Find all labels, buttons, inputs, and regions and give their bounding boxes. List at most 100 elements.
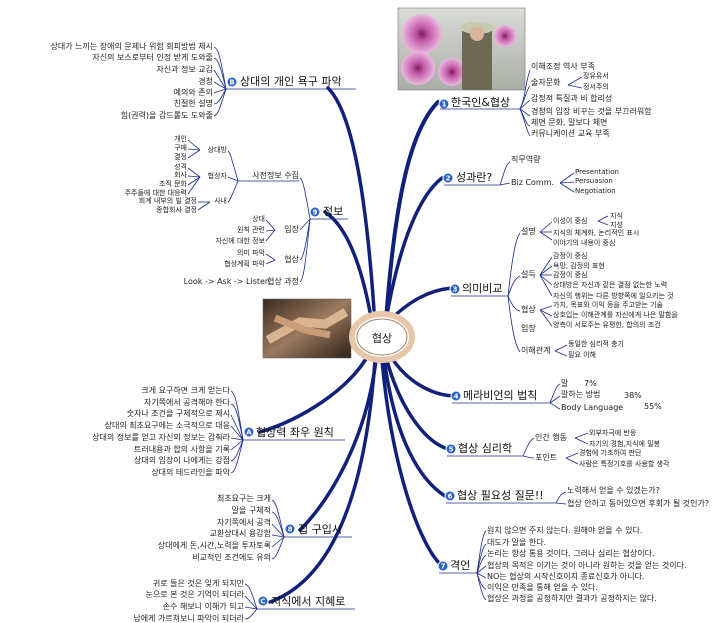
svg-text:협상 필요성 질문!!: 협상 필요성 질문!! [457,489,544,502]
svg-text:커뮤니케이션 교육 부족: 커뮤니케이션 교육 부족 [531,128,610,138]
svg-text:인간 행동: 인간 행동 [535,432,567,442]
svg-text:협상력 좌우 원칙: 협상력 좌우 원칙 [256,426,334,439]
svg-text:성과란?: 성과란? [456,171,492,184]
svg-text:조직 문화: 조직 문화 [159,179,188,188]
branch-6[interactable]: 6 협상 필요성 질문!! 노력해서 얻을 수 있겠는가? 협상 안하고 동어있… [444,485,709,508]
branch-3[interactable]: 3 의미비교 설명 이성이 중심 지식 지성 지식의 체계화, 논리적인 표시 … [449,211,678,359]
svg-text:협상 과정: 협상 과정 [267,276,299,286]
svg-text:8: 8 [288,526,293,534]
svg-text:협상은 과정을 공정하지만 결과가 공정하지는 않다.: 협상은 과정을 공정하지만 결과가 공정하지는 않다. [487,593,657,603]
svg-text:개인: 개인 [174,134,187,143]
svg-text:논리는 항상 통용 것이다. 그러나 심리는 협상이다.: 논리는 항상 통용 것이다. 그러나 심리는 협상이다. [487,548,655,558]
svg-text:눈으로 본 것은 기억이 되더라: 눈으로 본 것은 기억이 되더라 [146,589,245,599]
svg-text:Biz Comm.: Biz Comm. [511,178,554,187]
svg-text:6: 6 [448,493,453,501]
svg-text:외부자극에 반응: 외부자극에 반응 [589,428,637,437]
center-node[interactable]: 협상 [349,311,415,363]
svg-text:상대: 상대 [252,214,265,223]
branch-5[interactable]: 5 협상 심리학 인간 행동 외부자극에 반응 자기의 경험,지식에 밀봉 포인… [445,428,670,468]
branch-c[interactable]: C 지식에서 지혜로 귀로 들은 것은 잊게 되지만 눈으로 본 것은 기억이 … [133,578,355,623]
svg-text:결정: 결정 [174,152,187,161]
branch-7[interactable]: 7 격언 원치 않으면 주지 않는다. 원해야 얻을 수 있다. 대도가 말을 … [437,525,687,603]
svg-text:55%: 55% [644,402,662,411]
svg-text:숫자나 조건을 구체적으로 제시: 숫자나 조건을 구체적으로 제시 [127,408,230,418]
svg-text:Persuasion: Persuasion [575,177,613,185]
branch-4[interactable]: 4 메라비언의 법칙 말 7% 말하는 방법 38% Body Language… [450,379,662,412]
svg-text:이해관계: 이해관계 [521,345,550,355]
svg-text:상대가 느끼는 장애의 문제나 위험 회피방법 제시: 상대가 느끼는 장애의 문제나 위험 회피방법 제시 [51,41,213,51]
svg-text:성격: 성격 [174,162,187,171]
svg-text:사내: 사내 [214,196,227,205]
svg-text:NO는 협상의 시작신호이지 종료신호가 아니다.: NO는 협상의 시작신호이지 종료신호가 아니다. [487,571,644,581]
svg-text:교환상대시 용감함: 교환상대시 용감함 [210,528,272,538]
svg-text:원치 않으면 주지 않는다. 원해야 얻을 수 있다.: 원치 않으면 주지 않는다. 원해야 얻을 수 있다. [487,525,642,535]
svg-text:Presentation: Presentation [575,168,619,176]
svg-text:집 구입시: 집 구입시 [298,523,342,536]
svg-text:술자문화: 술자문화 [531,77,561,87]
svg-text:7%: 7% [584,379,597,388]
svg-text:가치, 목표와 이익 등을 주고받는 기술: 가치, 목표와 이익 등을 주고받는 기술 [553,300,664,309]
svg-text:자기의 경험,지식에 밀봉: 자기의 경험,지식에 밀봉 [589,439,661,448]
branch-b[interactable]: B 상대의 개인 욕구 파악 상대가 느끼는 장애의 문제나 위험 회피방법 제… [51,41,356,120]
svg-text:귀로 들은 것은 잊게 되지만: 귀로 들은 것은 잊게 되지만 [153,578,245,588]
svg-text:자신과 정보 교감: 자신과 정보 교감 [156,64,213,74]
svg-text:크게 요구하면 크게 얻는다: 크게 요구하면 크게 얻는다 [141,385,230,395]
svg-text:양측이 서로주는 유평한, 합의의 조건: 양측이 서로주는 유평한, 합의의 조건 [553,320,661,329]
svg-text:예의와 존의: 예의와 존의 [174,87,213,97]
svg-text:이해조정 역사 부족: 이해조정 역사 부족 [531,61,595,71]
svg-text:지식의 체계화, 논리적인 표시: 지식의 체계화, 논리적인 표시 [553,228,639,237]
branch-1[interactable]: 1 한국인&협상 이해조정 역사 부족 술자문화 장유유서 정서주의 감정적 특… [438,61,652,138]
branch-2[interactable]: 2 성과란? 직무역량 Biz Comm. Presentation Persu… [442,154,619,195]
svg-text:정서주의: 정서주의 [583,82,609,91]
svg-text:친절한 설명: 친절한 설명 [174,98,213,108]
branch-title: 한국인&협상 [451,96,510,109]
branch-a[interactable]: A 협상력 좌우 원칙 크게 요구하면 크게 얻는다 자기쪽에서 공격해야 한다… [92,385,345,477]
svg-text:협상: 협상 [284,254,299,264]
svg-text:9: 9 [313,209,318,217]
svg-text:필요 이해: 필요 이해 [568,350,596,359]
svg-text:감정이 중심: 감정이 중심 [553,270,587,279]
svg-text:의미비교: 의미비교 [462,282,502,295]
svg-text:동일한 심리적 충기: 동일한 심리적 충기 [568,339,624,348]
svg-text:경청: 경청 [198,76,213,86]
svg-text:상대에게 돈,시간,노력을 투자토록: 상대에게 돈,시간,노력을 투자토록 [158,540,271,550]
svg-text:원칙 관련: 원칙 관련 [237,225,265,234]
svg-text:C: C [260,598,265,606]
svg-text:자신에 대한 정보: 자신에 대한 정보 [215,236,265,245]
svg-text:욕망, 감정의 표현: 욕망, 감정의 표현 [553,261,605,270]
svg-text:입장: 입장 [284,224,299,234]
svg-text:감정이 중심: 감정이 중심 [553,251,587,260]
flower-photo [397,7,526,91]
svg-text:협상 안하고 동어있으면 후회가 될 것인가?: 협상 안하고 동어있으면 후회가 될 것인가? [567,498,709,508]
svg-text:1: 1 [442,101,447,109]
svg-text:정보: 정보 [323,205,343,218]
svg-text:Look -> Ask -> Listen: Look -> Ask -> Listen [184,277,270,286]
svg-text:상대방은 자신과 같은 결점 없는한 노력: 상대방은 자신과 같은 결점 없는한 노력 [553,280,667,289]
svg-text:지식에서 지혜로: 지식에서 지혜로 [271,595,345,608]
svg-text:종합회사 결정: 종합회사 결정 [156,205,197,214]
svg-text:자기쪽에서 공격: 자기쪽에서 공격 [217,517,271,527]
svg-text:감정적 특질과 비 합리성: 감정적 특질과 비 합리성 [531,93,612,103]
svg-text:상대의 정보를 얻고 자신의 정보는 감춰라: 상대의 정보를 얻고 자신의 정보는 감춰라 [92,432,230,442]
center-title: 협상 [372,332,392,345]
branch-9[interactable]: 9 정보 사전정보 수집 상대방 협상자 사내 개인 구매 결정 성격 회사 조… [125,134,348,286]
svg-text:경청의 입장 비꾸는 것을 부끄러워함: 경청의 입장 비꾸는 것을 부끄러워함 [531,106,652,116]
svg-text:지식: 지식 [610,211,623,220]
svg-text:사전정보 수집: 사전정보 수집 [252,170,299,180]
svg-text:협상 심리학: 협상 심리학 [458,442,512,455]
handshake-photo [262,298,352,359]
svg-text:말하는 방법: 말하는 방법 [561,389,600,399]
svg-text:회사: 회사 [174,170,187,179]
svg-text:대도가 말을 한다.: 대도가 말을 한다. [487,538,546,547]
svg-text:상대방: 상대방 [208,145,228,154]
svg-text:협상계획 파악: 협상계획 파악 [224,259,265,268]
svg-text:5: 5 [449,446,454,454]
svg-text:3: 3 [453,286,458,294]
svg-text:협상자: 협상자 [208,171,228,180]
svg-text:설득: 설득 [521,269,536,279]
svg-text:최초요구는 크게: 최초요구는 크게 [217,493,271,503]
branch-8[interactable]: 8 집 구입시 최초요구는 크게 말을 구체적 자기쪽에서 공격 교환상대시 용… [158,493,352,562]
svg-text:7: 7 [441,563,446,571]
svg-text:이익은 만족을 통해 얻을 수 있다.: 이익은 만족을 통해 얻을 수 있다. [487,582,598,592]
svg-text:상대의 테드라인을 파악: 상대의 테드라인을 파악 [151,467,230,477]
